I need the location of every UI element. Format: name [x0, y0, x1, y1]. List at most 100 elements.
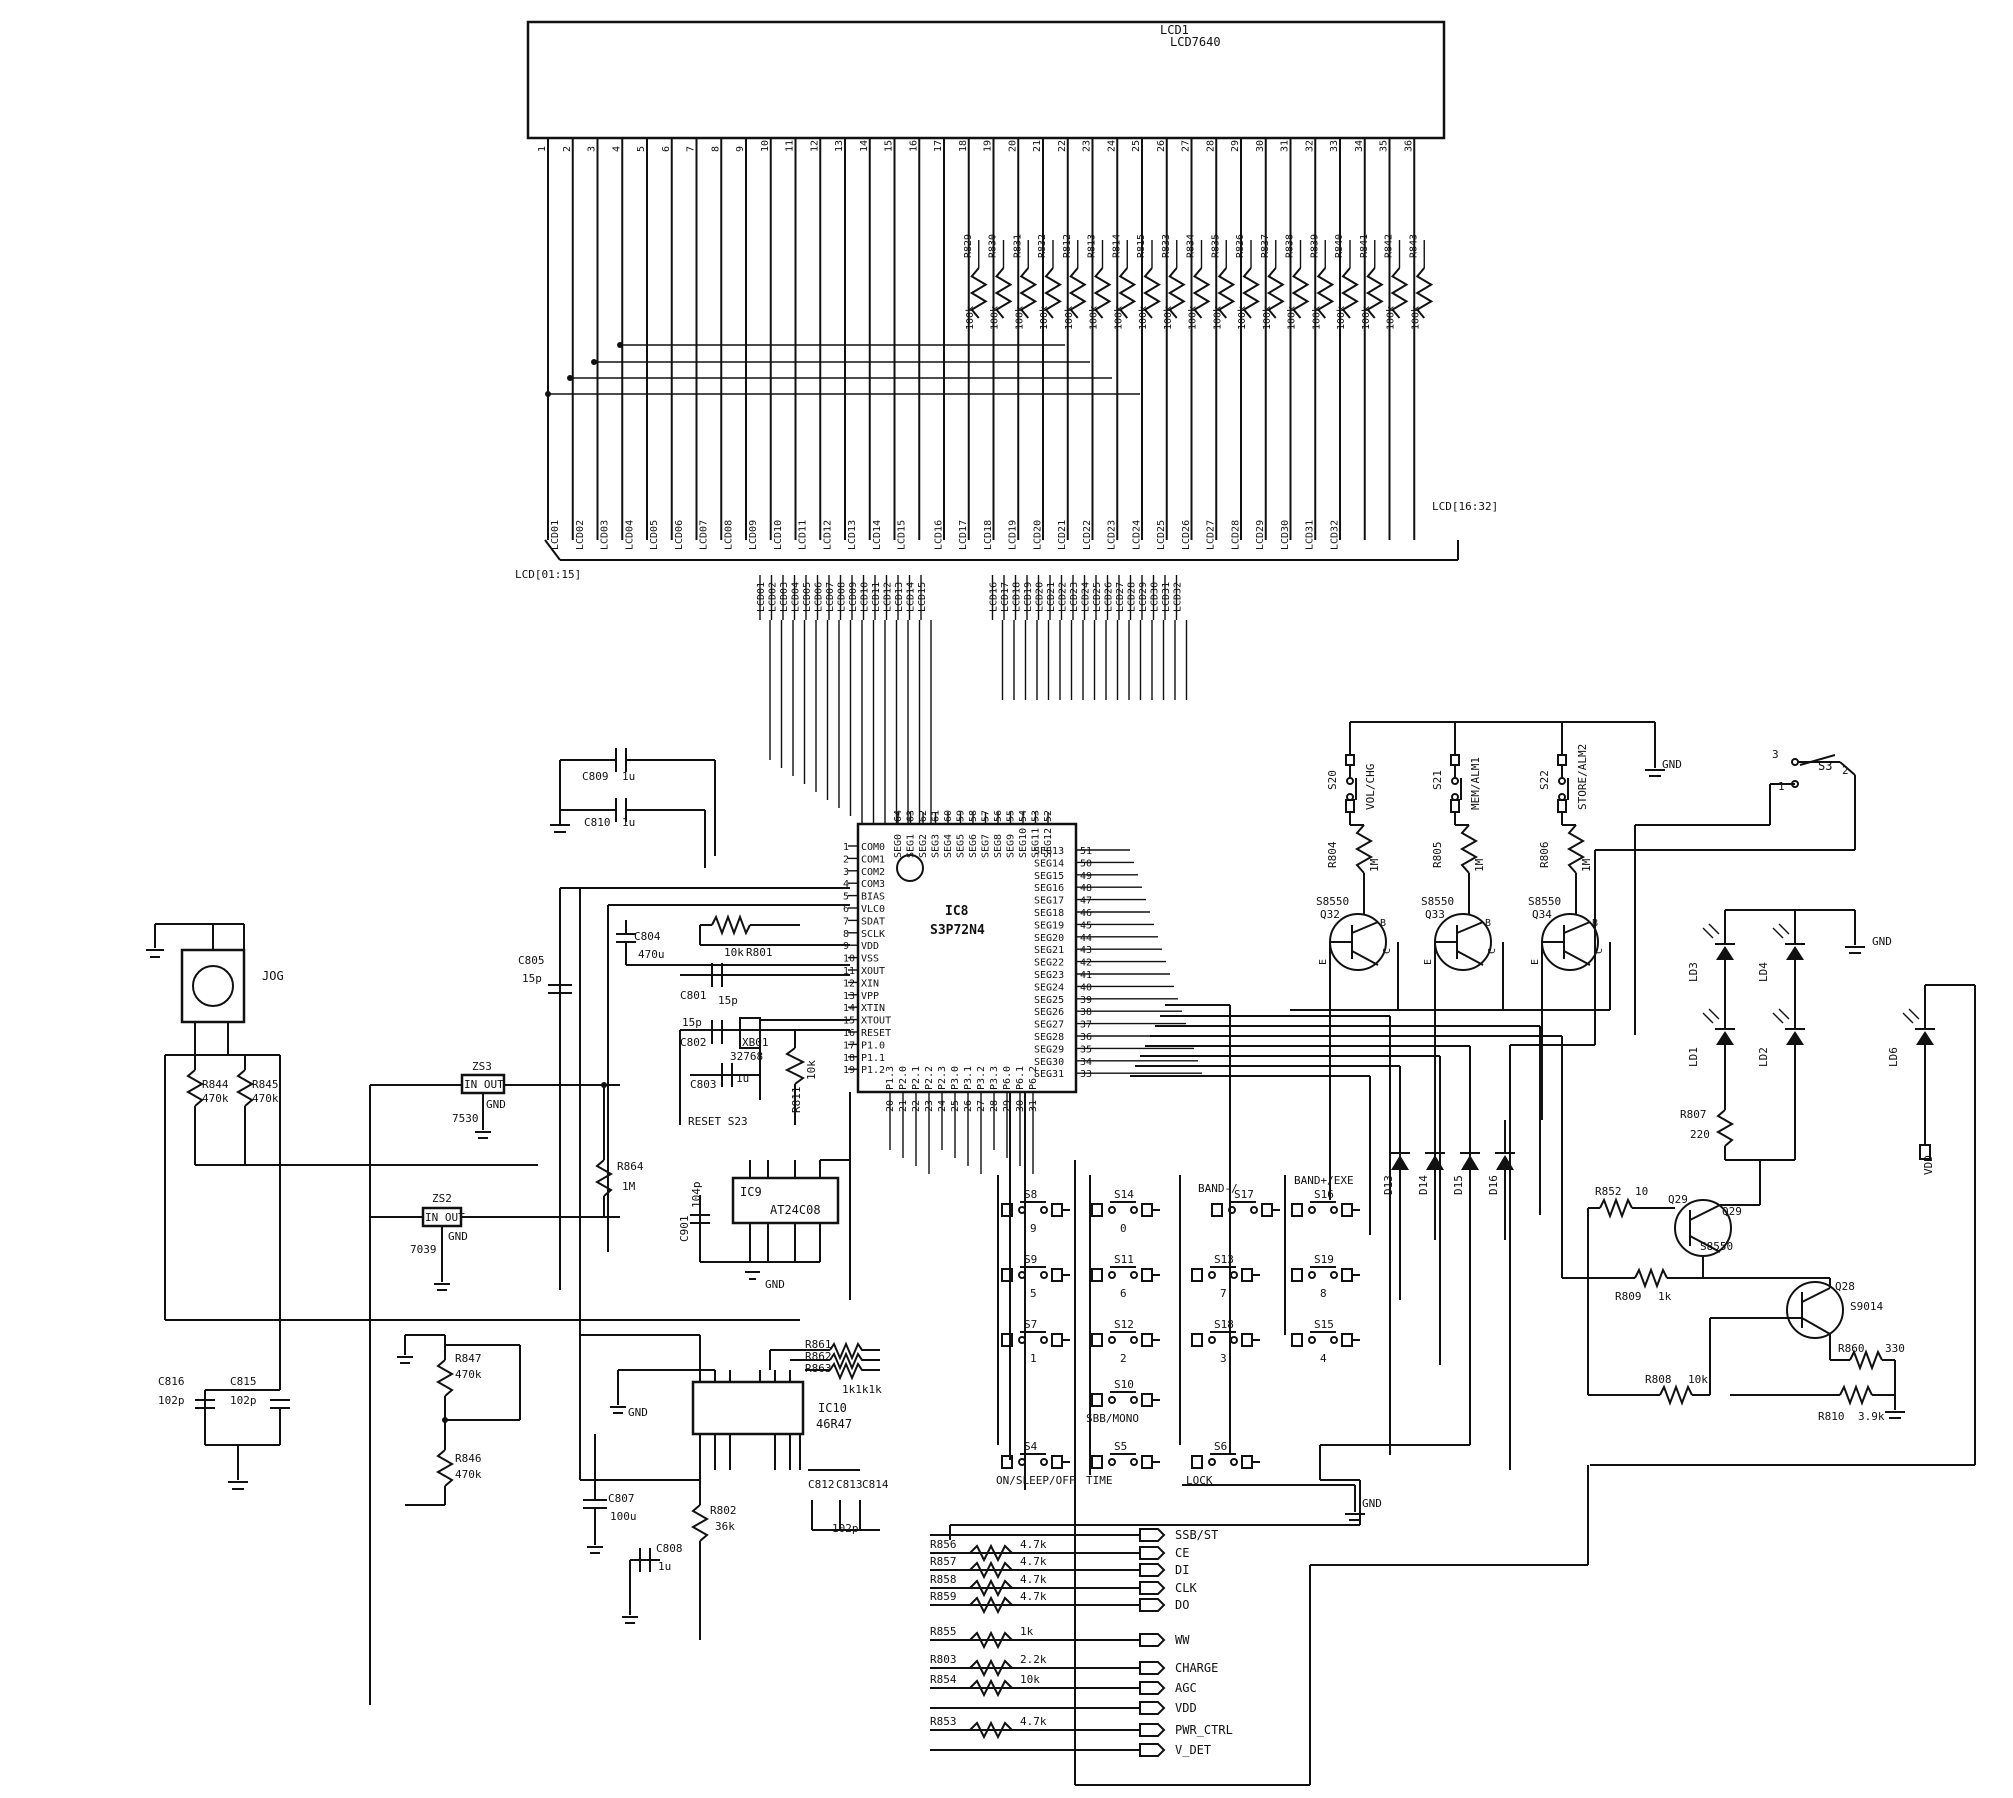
mcu-bus-net: LCD28 — [1127, 582, 1138, 612]
keypad-label-band-minus: BAND-/ — [1198, 1182, 1238, 1195]
svg-text:5: 5 — [843, 892, 849, 903]
led-ld3: LD3 — [1687, 962, 1700, 982]
key-s17: S17 — [1234, 1188, 1254, 1201]
svg-text:41: 41 — [1080, 970, 1092, 981]
lcd-pin-36: 36 — [1403, 140, 1414, 152]
lcd-pin-18: 18 — [958, 140, 969, 152]
key-label-s13: 7 — [1220, 1287, 1227, 1300]
ic10-part: 46R47 — [816, 1417, 852, 1431]
mcu-pin-com2: COM2 — [861, 867, 885, 878]
mcu-support-parts: C809 1u C810 1u C805 15p C804 470u 10k R… — [518, 748, 850, 1290]
svg-text:4.7k: 4.7k — [1020, 1590, 1047, 1603]
mcu-bus-net: LCD05 — [802, 582, 813, 612]
c807-label: C807 — [608, 1492, 635, 1505]
c804-label: C804 — [634, 930, 661, 943]
bias-resistor-R812: R812 — [1062, 234, 1073, 258]
led-ld1: LD1 — [1687, 1047, 1700, 1067]
transistor-q33: S8550 — [1421, 895, 1454, 908]
switch-s21: S21 — [1431, 770, 1444, 790]
mcu-bus-net: LCD02 — [768, 582, 779, 612]
mcu-pin-p1.0: P1.0 — [861, 1040, 885, 1051]
c814-label: C814 — [862, 1478, 889, 1491]
c809-label: C809 — [582, 770, 609, 783]
mcu-bus-net: LCD31 — [1161, 582, 1172, 612]
lcd-bus-right-label: LCD[16:32] — [1432, 500, 1498, 513]
svg-text:9: 9 — [843, 941, 849, 952]
connector-clk: CLK — [1175, 1581, 1197, 1595]
svg-text:16: 16 — [843, 1028, 855, 1039]
svg-text:42: 42 — [1080, 958, 1092, 969]
bias-resistor-value: 100k — [1237, 306, 1248, 330]
lcd-ref: LCD1 — [1160, 23, 1189, 37]
key-label-s12: 2 — [1120, 1352, 1127, 1365]
mcu-bus-net: LCD03 — [779, 582, 790, 612]
mcu-pin-seg1: SEG1 — [906, 834, 917, 858]
svg-text:2.2k: 2.2k — [1020, 1653, 1047, 1666]
lcd-body — [526, 20, 1446, 140]
mcu-pin-seg26: SEG26 — [1034, 1007, 1064, 1018]
svg-text:Q33: Q33 — [1425, 908, 1445, 921]
bias-resistor-value: 100k — [965, 306, 976, 330]
switch-s20: S20 — [1326, 770, 1339, 790]
zs2-ref: ZS2 — [432, 1192, 452, 1205]
lcd-pin-4: 4 — [611, 146, 622, 152]
ic9-part: AT24C08 — [770, 1203, 821, 1217]
mcu-pin-p2.1: P2.1 — [911, 1066, 922, 1090]
lcd-pin-16: 16 — [908, 140, 919, 152]
svg-text:10k: 10k — [805, 1060, 818, 1080]
mcu-bus-net: LCD22 — [1058, 582, 1069, 612]
key-label-s10: SBB/MONO — [1086, 1412, 1139, 1425]
svg-text:6: 6 — [843, 904, 849, 915]
lcd-pin-15: 15 — [884, 140, 895, 152]
connector-ce: CE — [1175, 1546, 1189, 1560]
svg-text:54: 54 — [1018, 810, 1029, 822]
mcu-bus-net: LCD20 — [1035, 582, 1046, 612]
r852-label: R852 — [1595, 1185, 1622, 1198]
svg-text:36: 36 — [1080, 1032, 1092, 1043]
bias-resistor-value: 100k — [1089, 306, 1100, 330]
bias-resistor-R831: R831 — [1012, 234, 1023, 258]
lcd-pin-24: 24 — [1106, 140, 1117, 152]
mcu-pin-p6.0: P6.0 — [1002, 1066, 1013, 1090]
bias-resistor-bank: R829100kR830100kR831100kR832100kR812100k… — [963, 234, 1434, 330]
key-s12: S12 — [1114, 1318, 1134, 1331]
mcu-bus-net: LCD17 — [1000, 582, 1011, 612]
mcu-pin-p1.1: P1.1 — [861, 1053, 885, 1064]
c810-label: C810 — [584, 816, 611, 829]
key-s7: S7 — [1024, 1318, 1037, 1331]
connector-ssb/st: SSB/ST — [1175, 1528, 1218, 1542]
svg-text:330: 330 — [1885, 1342, 1905, 1355]
mcu-top-pins: SEG064SEG163SEG262SEG361SEG460SEG559SEG6… — [893, 810, 1054, 858]
mcu-bus-net: LCD09 — [848, 582, 859, 612]
svg-text:19: 19 — [843, 1065, 855, 1076]
svg-text:13: 13 — [843, 991, 855, 1002]
svg-text:10: 10 — [1635, 1185, 1648, 1198]
mcu-pin-xout: XOUT — [861, 966, 885, 977]
lcd-pin-8: 8 — [710, 146, 721, 152]
lcd-net-LCD25: LCD25 — [1156, 520, 1167, 550]
routing-wires — [949, 850, 1976, 1786]
svg-text:46: 46 — [1080, 908, 1092, 919]
svg-text:44: 44 — [1080, 933, 1092, 944]
svg-text:Q29: Q29 — [1668, 1193, 1688, 1206]
bias-resistor-value: 100k — [1138, 306, 1149, 330]
mcu-bus-net: LCD26 — [1104, 582, 1115, 612]
c803-label: C803 — [690, 1078, 717, 1091]
connector-di: DI — [1175, 1563, 1189, 1577]
mcu-pin-com0: COM0 — [861, 842, 885, 853]
mcu-pin-p2.2: P2.2 — [924, 1066, 935, 1090]
lcd-pin-27: 27 — [1181, 140, 1192, 152]
mcu-bottom-pins: P1.320P2.021P2.122P2.223P2.324P3.025P3.1… — [885, 1066, 1039, 1174]
key-label-s8: 9 — [1030, 1222, 1037, 1235]
q29-part: S8550 — [1700, 1240, 1733, 1253]
svg-text:10: 10 — [843, 954, 855, 965]
bias-resistor-R815: R815 — [1136, 234, 1147, 258]
lcd-net-LCD11: LCD11 — [798, 520, 809, 550]
lcd-net-LCD03: LCD03 — [600, 520, 611, 550]
svg-text:30: 30 — [1015, 1100, 1026, 1112]
vdd-label: VDD — [1922, 1155, 1935, 1175]
lcd-net-LCD06: LCD06 — [674, 520, 685, 550]
svg-text:C: C — [1487, 948, 1498, 954]
r801-label: 10k — [724, 946, 744, 959]
